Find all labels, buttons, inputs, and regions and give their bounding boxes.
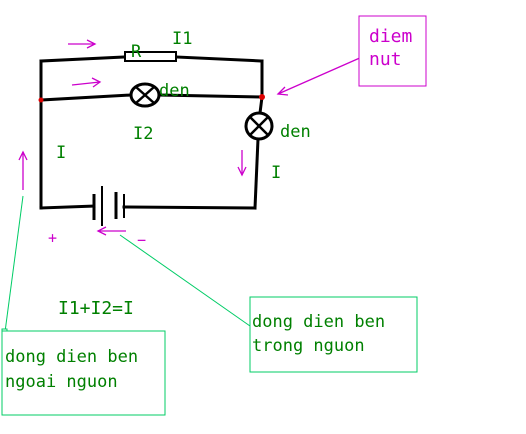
callout-inside-line1: dong dien ben: [252, 312, 385, 332]
battery: [92, 186, 125, 226]
callout-inside-line2: trong nguon: [252, 336, 365, 356]
resistor: [124, 51, 177, 62]
label-lamp-right: den: [280, 122, 311, 142]
callout-outside-line1: dong dien ben: [5, 347, 138, 367]
label-resistor: R: [131, 42, 142, 62]
arrow-middle-right-icon: [71, 77, 102, 88]
top-wire-right: [174, 55, 264, 63]
arrow-top-right-icon: [68, 39, 97, 49]
callout-node-box: [358, 15, 427, 87]
leader-inside: [119, 234, 251, 327]
arrow-left-up-icon: [18, 150, 28, 190]
bottom-wire-right: [122, 205, 257, 210]
middle-wire-right: [157, 93, 264, 99]
callout-outside-line2: ngoai nguon: [5, 372, 118, 392]
current-arrows: [18, 39, 363, 236]
label-i1: I1: [172, 29, 192, 49]
right-wire-bottom: [253, 137, 260, 210]
callout-outside-box: [1, 330, 166, 416]
top-wire-left: [39, 55, 127, 63]
label-minus: −: [137, 231, 146, 249]
circuit-wires: [39, 55, 264, 210]
middle-wire-left: [39, 93, 133, 102]
leader-outside: [4, 195, 24, 333]
arrow-node-pointer-icon: [276, 56, 363, 96]
label-i-left: I: [56, 143, 66, 163]
callout-node-line2: nut: [369, 49, 402, 70]
lamp-right: [244, 111, 274, 141]
node-dot-left: [38, 97, 44, 103]
callout-node-line1: diem: [369, 26, 412, 47]
label-i-right: I: [271, 163, 281, 183]
callout-inside-box: [249, 296, 418, 373]
node-dot-right: [259, 94, 265, 100]
arrow-bottom-left-icon: [96, 226, 126, 236]
label-lamp-top: den: [159, 81, 190, 101]
arrow-right-down-icon: [237, 150, 247, 177]
lamp-top: [129, 82, 161, 108]
bottom-wire-left: [39, 204, 96, 210]
label-plus: +: [48, 229, 57, 247]
label-equation: I1+I2=I: [58, 298, 134, 319]
label-i2: I2: [133, 124, 153, 144]
